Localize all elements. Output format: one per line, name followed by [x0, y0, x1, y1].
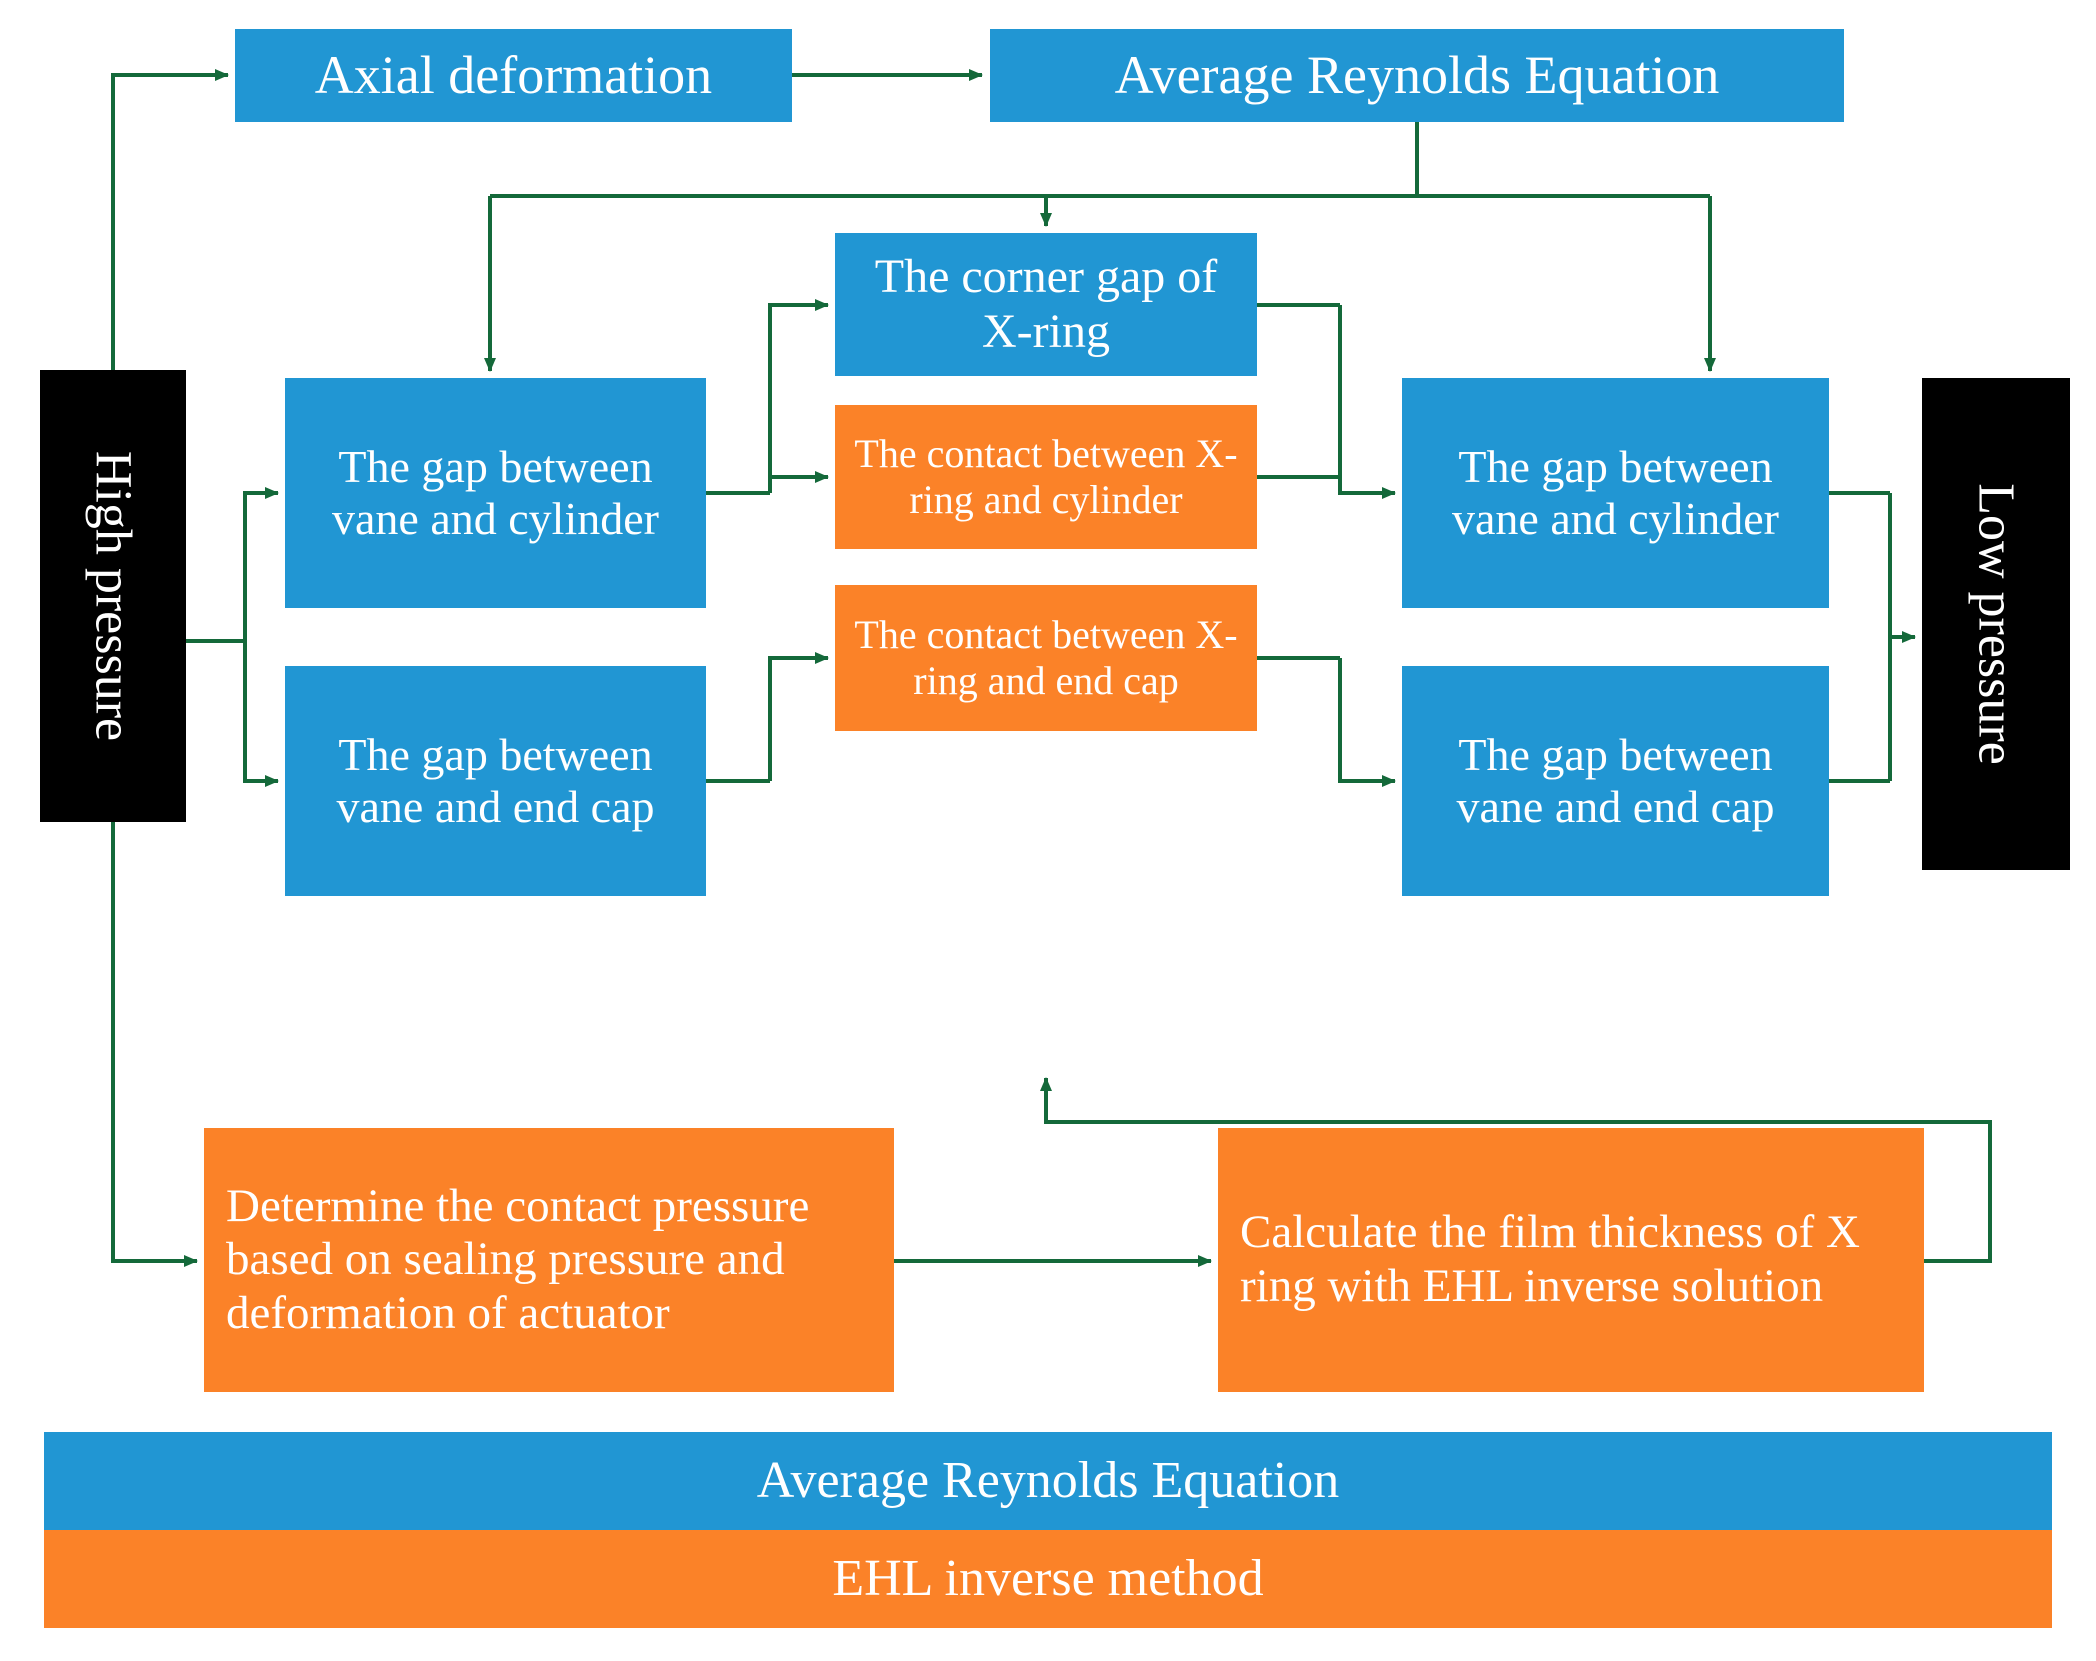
node-gap-vane-cylinder-right[interactable]: The gap between vane and cylinder: [1402, 378, 1829, 608]
node-axial-deformation[interactable]: Axial deformation: [235, 29, 792, 122]
node-gap-vane-cylinder-left[interactable]: The gap between vane and cylinder: [285, 378, 706, 608]
node-corner-gap-xring[interactable]: The corner gap of X-ring: [835, 233, 1257, 376]
legend-bar-ehl-inverse-method: EHL inverse method: [44, 1530, 2052, 1628]
legend-bar-average-reynolds-equation: Average Reynolds Equation: [44, 1432, 2052, 1530]
node-gap-vane-endcap-left[interactable]: The gap between vane and end cap: [285, 666, 706, 896]
low-pressure-label: Low pressure: [1967, 483, 2025, 765]
node-gap-vane-endcap-right[interactable]: The gap between vane and end cap: [1402, 666, 1829, 896]
node-determine-contact-pressure[interactable]: Determine the contact pressure based on …: [204, 1128, 894, 1392]
node-calculate-film-thickness[interactable]: Calculate the film thickness of X ring w…: [1218, 1128, 1924, 1392]
node-high-pressure[interactable]: High pressure: [40, 370, 186, 822]
node-average-reynolds-equation-top[interactable]: Average Reynolds Equation: [990, 29, 1844, 122]
node-contact-xring-endcap[interactable]: The contact between X-ring and end cap: [835, 585, 1257, 731]
node-contact-xring-cylinder[interactable]: The contact between X-ring and cylinder: [835, 405, 1257, 549]
high-pressure-label: High pressure: [84, 450, 142, 742]
node-low-pressure[interactable]: Low pressure: [1922, 378, 2070, 870]
